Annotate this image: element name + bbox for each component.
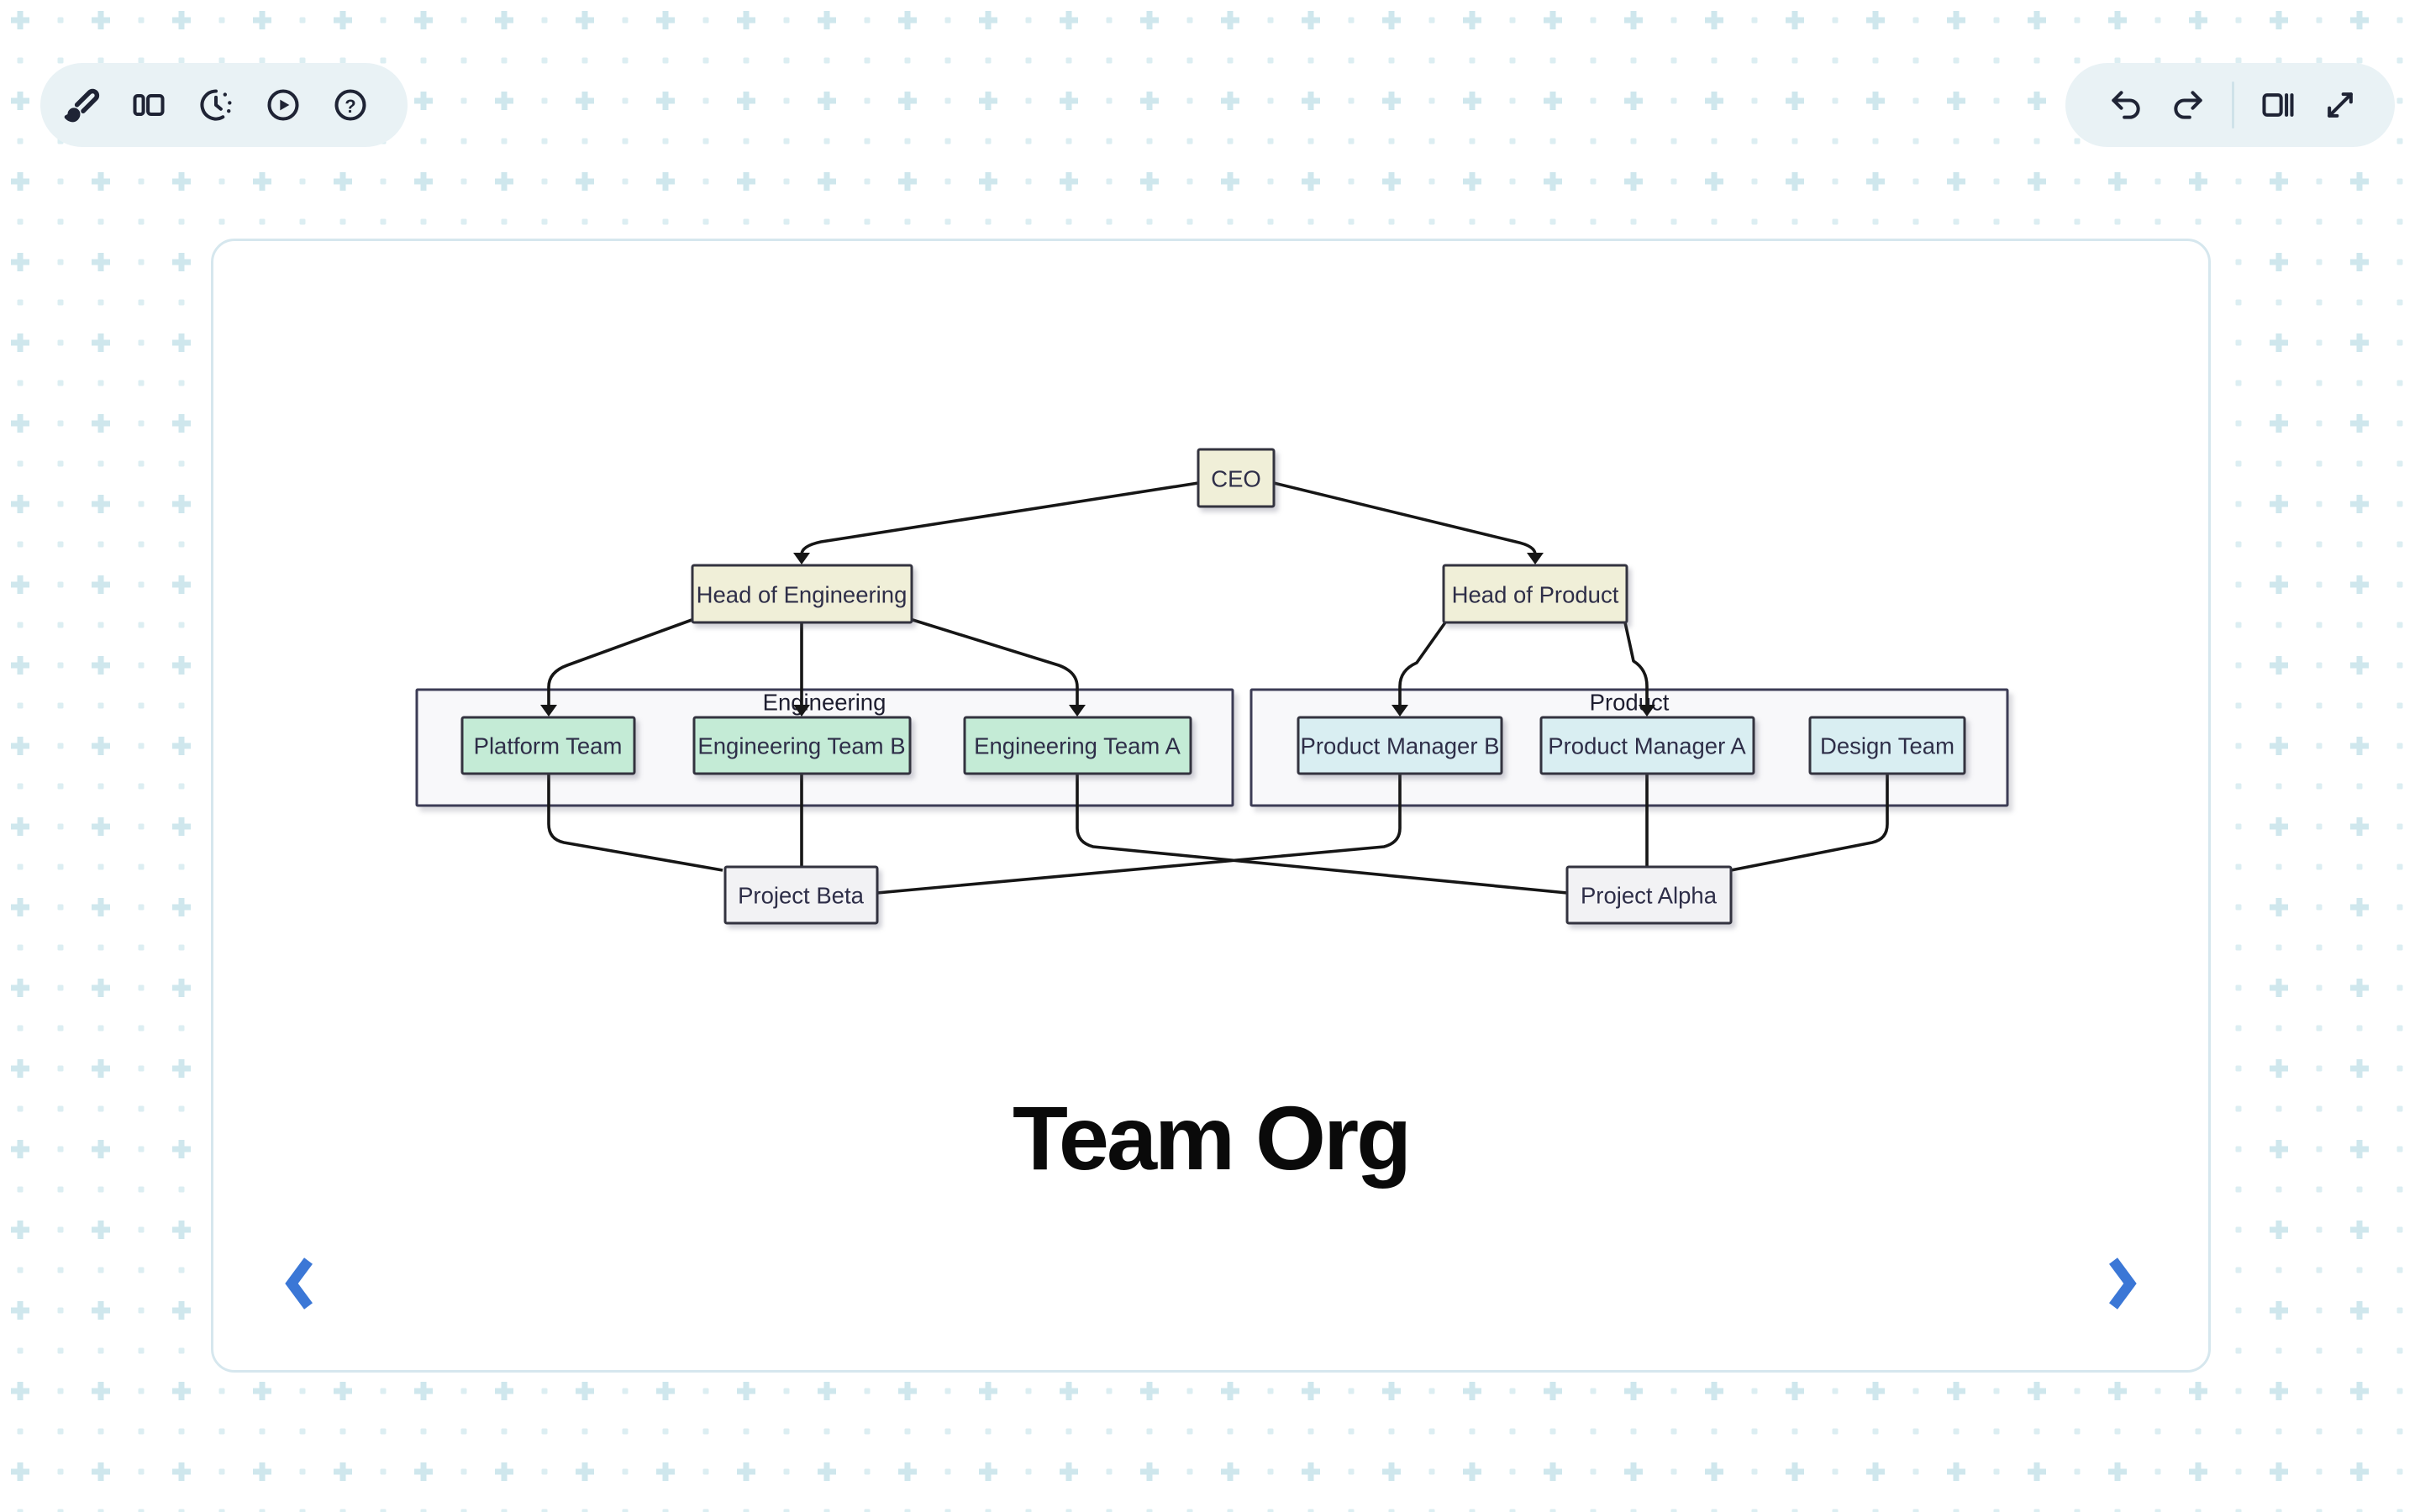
edge-head-eng-platform — [547, 617, 695, 706]
node-engineering-team-b: Engineering Team B — [692, 716, 912, 775]
svg-text:Engineering Team A: Engineering Team A — [974, 733, 1181, 759]
brush-icon — [63, 87, 100, 123]
svg-text:Product Manager B: Product Manager B — [1301, 733, 1500, 759]
fullscreen-button[interactable] — [2322, 87, 2359, 123]
arrowhead-head-prod — [1527, 553, 1544, 564]
diagram-edges — [540, 481, 1889, 895]
toolbar-divider — [2232, 81, 2234, 129]
redo-icon — [2170, 87, 2207, 123]
help-button[interactable]: ? — [332, 87, 369, 123]
chevron-left-icon — [283, 1256, 320, 1311]
style-button[interactable] — [63, 87, 100, 123]
panels-icon — [130, 87, 167, 123]
svg-text:Platform Team: Platform Team — [474, 733, 623, 759]
edge-ceo-head-prod — [1273, 481, 1537, 555]
node-project-beta: Project Beta — [723, 865, 879, 925]
layout-button[interactable] — [130, 87, 167, 123]
svg-text:Project Beta: Project Beta — [738, 883, 865, 909]
svg-text:Project Alpha: Project Alpha — [1581, 883, 1718, 909]
node-design-team: Design Team — [1808, 716, 1966, 775]
svg-text:Design Team: Design Team — [1820, 733, 1954, 759]
next-slide-button[interactable] — [2093, 1248, 2147, 1319]
arrowhead-eng-b — [793, 705, 810, 717]
org-chart-diagram: Engineering Product — [415, 448, 2009, 925]
prev-slide-button[interactable] — [275, 1248, 329, 1319]
svg-text:Head of Product: Head of Product — [1452, 582, 1619, 608]
node-ceo: CEO — [1197, 448, 1276, 508]
node-project-alpha: Project Alpha — [1565, 865, 1733, 925]
node-head-of-engineering: Head of Engineering — [691, 564, 913, 624]
node-platform-team: Platform Team — [460, 716, 636, 775]
toolbar-right — [2065, 63, 2395, 147]
node-head-of-product: Head of Product — [1442, 564, 1628, 624]
edge-ceo-head-eng — [800, 481, 1199, 555]
history-button[interactable] — [197, 87, 234, 123]
sidebar-toggle-button[interactable] — [2260, 87, 2296, 123]
node-product-manager-b: Product Manager B — [1297, 716, 1503, 775]
edge-eng-a-alpha — [1076, 774, 1568, 895]
slide-card: Engineering Product — [211, 239, 2211, 1373]
cluster-engineering-label: Engineering — [763, 690, 886, 716]
svg-text:?: ? — [345, 96, 355, 117]
svg-text:Product Manager A: Product Manager A — [1548, 733, 1746, 759]
play-icon — [265, 87, 302, 123]
sidebar-toggle-icon — [2260, 87, 2296, 123]
arrowhead-platform — [540, 705, 557, 717]
chevron-right-icon — [2102, 1256, 2139, 1311]
edge-head-prod-pm-a — [1623, 622, 1649, 706]
node-engineering-team-a: Engineering Team A — [963, 716, 1192, 775]
edge-design-alpha — [1730, 774, 1889, 872]
present-button[interactable] — [265, 87, 302, 123]
undo-icon — [2107, 87, 2144, 123]
edge-pm-b-beta — [876, 774, 1402, 895]
svg-text:Engineering Team B: Engineering Team B — [697, 733, 905, 759]
undo-button[interactable] — [2107, 87, 2144, 123]
node-product-manager-a: Product Manager A — [1539, 716, 1755, 775]
edge-head-prod-pm-b — [1398, 621, 1447, 706]
expand-diagonal-icon — [2322, 87, 2359, 123]
arrowhead-pm-a — [1639, 705, 1655, 717]
svg-text:CEO: CEO — [1211, 466, 1261, 492]
history-clock-icon — [197, 87, 234, 123]
cluster-product-label: Product — [1590, 690, 1670, 716]
help-icon: ? — [332, 87, 369, 123]
slide-title: Team Org — [1012, 1087, 1412, 1189]
arrowhead-head-eng — [793, 553, 810, 564]
diagram-nodes: CEO Head of Engineering Head of Product … — [460, 448, 1966, 925]
arrowhead-pm-b — [1392, 705, 1408, 717]
edge-head-eng-eng-a — [909, 617, 1079, 706]
edge-platform-beta — [547, 774, 723, 872]
arrowhead-eng-a — [1069, 705, 1086, 717]
redo-button[interactable] — [2170, 87, 2207, 123]
toolbar-left: ? — [40, 63, 408, 147]
svg-text:Head of Engineering: Head of Engineering — [697, 582, 908, 608]
